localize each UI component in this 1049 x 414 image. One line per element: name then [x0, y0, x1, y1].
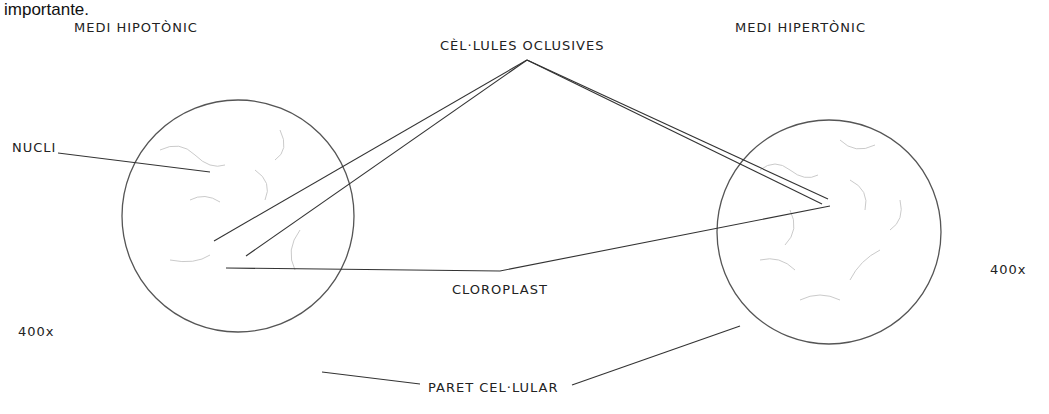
- medium-label: MEDI HIPERTÒNIC: [735, 20, 866, 36]
- part-label: CÈL·LULES OCLUSIVES: [440, 38, 604, 54]
- field-of-view: [717, 120, 941, 344]
- leader-line: [214, 60, 527, 241]
- cell-texture: [760, 140, 901, 300]
- magnification: 400x: [990, 262, 1027, 278]
- part-label: CLOROPLAST: [452, 282, 548, 298]
- leader-line: [322, 372, 420, 384]
- leader-line: [58, 153, 210, 172]
- medium-label: MEDI HIPOTÒNIC: [74, 20, 198, 36]
- leader-line: [572, 326, 740, 385]
- leader-line: [226, 206, 830, 271]
- cell-texture: [160, 130, 300, 270]
- leader-line: [527, 60, 822, 204]
- part-label: NUCLI: [12, 140, 56, 156]
- leader-line: [527, 60, 828, 199]
- page-text: importante.: [4, 0, 89, 20]
- part-label: PARET CEL·LULAR: [428, 380, 558, 396]
- field-of-view: [122, 100, 354, 332]
- leader-line: [246, 60, 527, 256]
- magnification: 400x: [18, 324, 55, 340]
